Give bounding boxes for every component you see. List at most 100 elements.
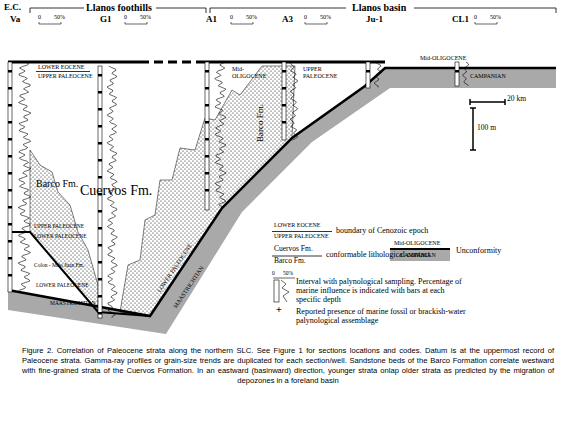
sample-bar xyxy=(205,87,209,90)
sample-bar xyxy=(8,257,12,260)
formation-label: Cuervos Fm. xyxy=(80,183,152,198)
epoch-boundary xyxy=(36,71,90,72)
scale-tick-line xyxy=(475,22,497,24)
legend-sample-line xyxy=(272,231,332,232)
well-name: A1 xyxy=(206,15,217,25)
sample-bar xyxy=(8,240,12,243)
sample-bar xyxy=(8,104,12,107)
formation-label: Barco Fm. xyxy=(36,178,78,189)
well-column xyxy=(205,62,209,210)
sample-bar xyxy=(205,172,209,175)
sample-bar xyxy=(98,210,102,213)
unconformity-line xyxy=(8,68,556,316)
barco-sandstone xyxy=(30,150,98,312)
sample-bar xyxy=(98,108,102,111)
sample-bar xyxy=(8,206,12,209)
epoch-label: LOWER PALEOCENE xyxy=(36,282,89,288)
legend-sample-label: LOWER EOCENE xyxy=(274,222,321,229)
legend-text: Unconformity xyxy=(456,246,501,255)
epoch-label: Mid-OLIGOCENE xyxy=(420,55,466,62)
scale-tick-line xyxy=(305,22,327,24)
legend-scale-tick xyxy=(273,278,295,279)
sample-bar xyxy=(8,155,12,158)
sample-bar xyxy=(98,74,102,77)
sample-bar xyxy=(205,155,209,158)
scale-label: 20 km xyxy=(507,95,526,103)
legend-log-icon xyxy=(274,280,279,302)
region-label: E.C. xyxy=(4,3,21,13)
gamma-ray-log xyxy=(374,62,381,88)
well-name: Va xyxy=(10,15,20,25)
datum-line xyxy=(140,61,205,64)
sample-bar xyxy=(205,104,209,107)
gamma-ray-log xyxy=(215,62,226,209)
legend-sample-label: 50% xyxy=(283,270,293,276)
sample-bar xyxy=(98,159,102,162)
well-name: Ju-1 xyxy=(366,15,383,25)
sample-bar xyxy=(8,172,12,175)
sample-bar xyxy=(8,138,12,141)
sample-bar xyxy=(98,295,102,298)
sample-bar xyxy=(205,138,209,141)
scale-value: 50% xyxy=(140,14,151,21)
gamma-ray-log xyxy=(463,62,469,86)
sample-bar xyxy=(8,87,12,90)
sample-bar xyxy=(205,189,209,192)
sample-bar xyxy=(205,70,209,73)
sample-bar xyxy=(282,121,286,124)
region-label: Llanos basin xyxy=(352,2,406,13)
legend-sample-label: UPPER PALEOCENE xyxy=(274,233,329,240)
scale-tick-line xyxy=(39,22,61,24)
legend-sample-label: Barco Fm. xyxy=(274,257,306,265)
sample-bar xyxy=(98,91,102,94)
scale-value: 50% xyxy=(54,14,65,21)
epoch-label: LOWER EOCENE xyxy=(38,64,85,71)
distance-scale xyxy=(470,99,505,105)
legend-text: boundary of Cenozoic epoch xyxy=(336,226,428,235)
sample-bar xyxy=(8,70,12,73)
sample-bar xyxy=(8,274,12,277)
scale-tick-line xyxy=(125,22,147,24)
scale-value: 50% xyxy=(320,14,331,21)
scale-value: 0 xyxy=(304,14,307,21)
scale-value: 0 xyxy=(230,14,233,21)
sample-bar xyxy=(98,176,102,179)
legend-sample-label: Mid-OLIGOCENE xyxy=(394,240,440,247)
sample-bar xyxy=(282,104,286,107)
fossil-marker: + xyxy=(276,304,282,315)
region-label: Llanos foothills xyxy=(86,2,152,13)
scale-value: 0 xyxy=(124,14,127,21)
formation-label: Colon - Mito Juan Fm. xyxy=(34,262,84,268)
well-column xyxy=(282,62,286,140)
thickness-scale xyxy=(470,108,476,150)
legend-log-icon xyxy=(281,280,289,302)
well-name: A3 xyxy=(282,15,293,25)
well-name: G1 xyxy=(100,15,112,25)
formation-label: Barco Fm. xyxy=(256,104,266,142)
scale-tick-line xyxy=(231,22,253,24)
legend-text: Reported presence of marine fossil or br… xyxy=(296,307,468,325)
scale-value: 0 xyxy=(474,14,477,21)
well-logs xyxy=(8,22,497,318)
legend-text: Interval with palynological sampling. Pe… xyxy=(296,277,468,305)
epoch-label: CAMPANIAN xyxy=(470,73,506,80)
epoch-label: MAASTRICHTIAN xyxy=(50,300,96,306)
scale-value: 50% xyxy=(246,14,257,21)
sample-bar xyxy=(98,244,102,247)
sample-bar xyxy=(98,142,102,145)
sample-bar xyxy=(8,223,12,226)
scale-label: 100 m xyxy=(477,124,496,132)
sample-bar xyxy=(98,261,102,264)
epoch-label: Mid-OLIGOCENE xyxy=(232,66,268,79)
datum-line xyxy=(205,61,385,64)
legend-sample-label: Cuervos Fm. xyxy=(274,245,313,253)
sample-bar xyxy=(205,121,209,124)
well-column xyxy=(455,62,459,86)
sample-bar xyxy=(8,121,12,124)
well-column xyxy=(8,62,12,292)
scale-value: 0 xyxy=(38,14,41,21)
epoch-label: UPPER PALEOCENE xyxy=(38,73,93,80)
epoch-label: UPPER PALEOCENE xyxy=(34,223,84,229)
sample-bar xyxy=(98,312,102,315)
